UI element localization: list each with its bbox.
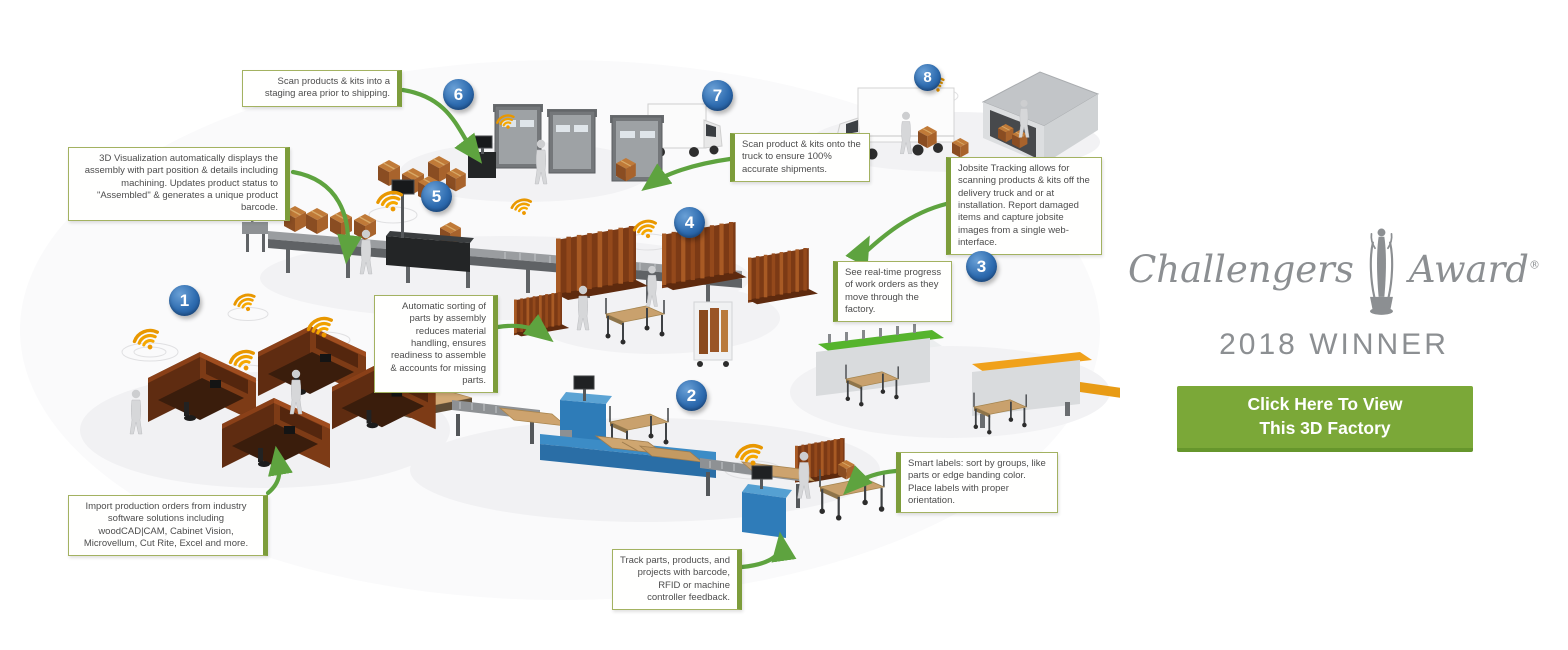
callout-visualization-text: 3D Visualization automatically displays … (84, 153, 278, 214)
award-winner-line: 2018 WINNER (1219, 328, 1449, 361)
step-marker-6: 6 (443, 79, 474, 110)
step-marker-5: 5 (421, 181, 452, 212)
finishing-machines (816, 324, 1120, 436)
flow-arrows (265, 87, 949, 570)
step-marker-4: 4 (674, 207, 705, 238)
step-marker-1: 1 (169, 285, 200, 316)
dock-doors (493, 103, 723, 182)
callout-staging: Scan products & kits into a staging area… (242, 70, 402, 107)
callout-import: Import production orders from industry s… (68, 495, 268, 557)
cta-line-1: Click Here To View (1247, 394, 1403, 415)
callout-track-text: Track parts, products, and projects with… (620, 555, 731, 604)
step-marker-7: 7 (702, 80, 733, 111)
callout-progress-text: See real-time progress of work orders as… (845, 267, 942, 316)
award-trophy-icon (1369, 228, 1394, 315)
callout-smart-labels: Smart labels: sort by groups, like parts… (896, 452, 1058, 514)
callout-staging-text: Scan products & kits into a staging area… (264, 76, 390, 100)
callout-jobsite-text: Jobsite Tracking allows for scanning pro… (958, 163, 1090, 249)
award-wordmark: Challengers Award® (1128, 208, 1540, 330)
callout-jobsite: Jobsite Tracking allows for scanning pro… (946, 157, 1102, 256)
challengers-award-logo: Challengers Award® 2018 WINNER (1128, 208, 1540, 362)
callout-visualization: 3D Visualization automatically displays … (68, 147, 290, 221)
award-script-right: Award® (1409, 248, 1540, 291)
view-3d-factory-button[interactable]: Click Here To View This 3D Factory (1177, 386, 1473, 452)
step-marker-2: 2 (676, 380, 707, 411)
award-script-right-text: Award (1408, 247, 1529, 291)
callout-import-text: Import production orders from industry s… (83, 501, 249, 550)
award-script-left: Challengers (1128, 247, 1354, 291)
registered-mark: ® (1529, 258, 1540, 272)
cta-line-2: This 3D Factory (1259, 418, 1391, 438)
callout-smart-labels-text: Smart labels: sort by groups, like parts… (908, 458, 1046, 507)
callout-sorting: Automatic sorting of parts by assembly r… (374, 295, 498, 394)
callout-progress: See real-time progress of work orders as… (833, 261, 952, 323)
step-marker-8: 8 (914, 64, 941, 91)
factory-scene-illustration (80, 71, 1120, 570)
step-marker-3: 3 (966, 251, 997, 282)
callout-truck-scan-text: Scan product & kits onto the truck to en… (742, 139, 861, 175)
jobsite-warehouse (951, 71, 1100, 164)
callout-truck-scan: Scan product & kits onto the truck to en… (730, 133, 870, 183)
callout-track: Track parts, products, and projects with… (612, 549, 742, 611)
callout-sorting-text: Automatic sorting of parts by assembly r… (390, 301, 486, 387)
